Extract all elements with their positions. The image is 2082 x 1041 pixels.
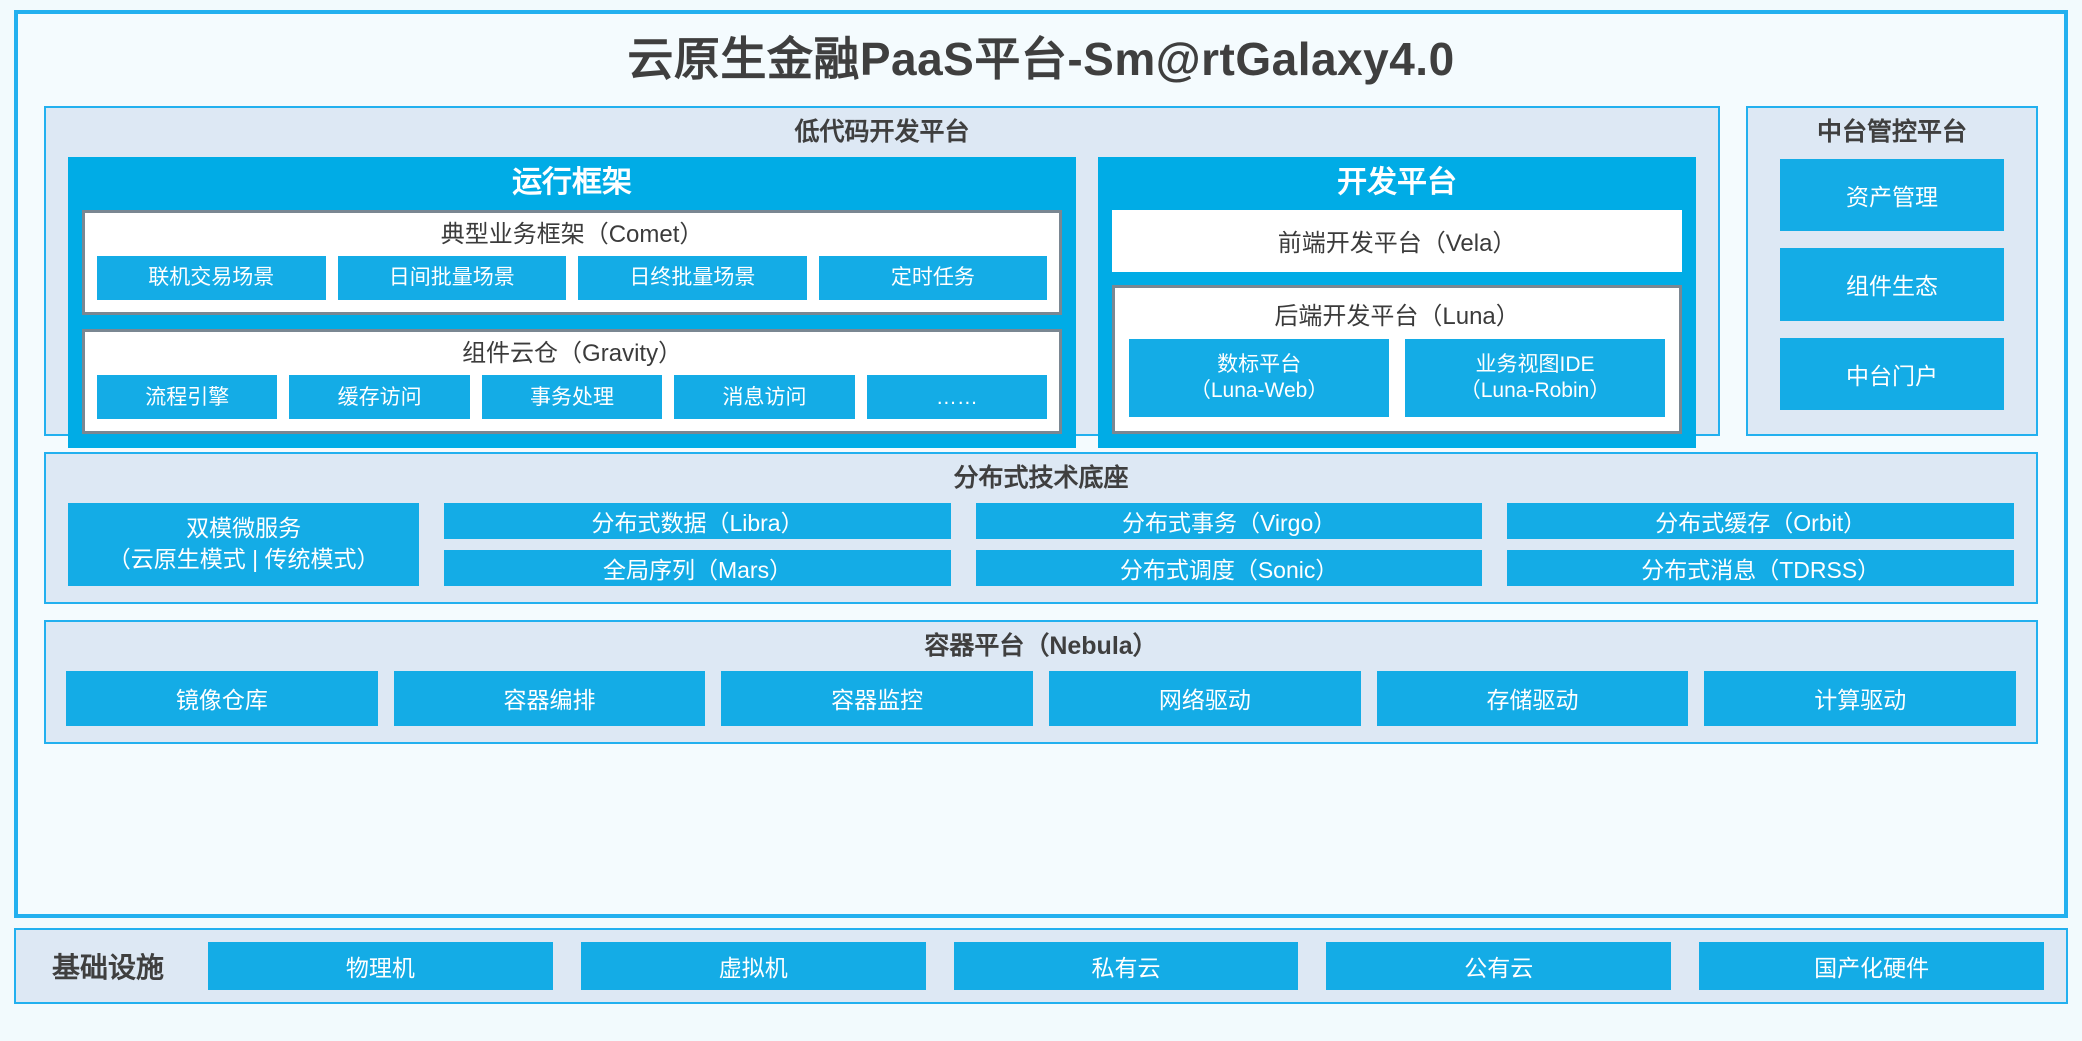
container-cell-monitoring[interactable]: 容器监控 [721,670,1034,726]
distributed-foundation-panel: 分布式技术底座 双模微服务 （云原生模式 | 传统模式） 分布式数据（Libra… [44,452,2038,604]
comet-group-title: 典型业务框架（Comet） [440,220,704,248]
foundation-column-3: 分布式缓存（Orbit） 分布式消息（TDRSS） [1507,502,2015,586]
top-region: 低代码开发平台 运行框架 典型业务框架（Comet） 联机交易场景 日间批量场景 [44,106,2038,449]
gravity-group: 组件云仓（Gravity） 流程引擎 缓存访问 事务处理 消息访问 …… [82,328,1063,435]
comet-chip-online-trade[interactable]: 联机交易场景 [97,255,326,300]
luna-web-code: （Luna-Web） [1189,378,1329,402]
infrastructure-cell-domestic-hardware[interactable]: 国产化硬件 [1699,942,2044,990]
infrastructure-label: 基础设施 [52,952,165,983]
distributed-foundation-title: 分布式技术底座 [953,464,1129,492]
dual-mode-line2: （云原生模式 | 传统模式） [107,546,380,573]
container-platform-body: 镜像仓库 容器编排 容器监控 网络驱动 存储驱动 计算驱动 [46,670,2036,743]
gravity-chip-message-access[interactable]: 消息访问 [674,375,855,420]
comet-chip-eod-batch[interactable]: 日终批量场景 [578,255,807,300]
lowcode-platform-panel: 低代码开发平台 运行框架 典型业务框架（Comet） 联机交易场景 日间批量场景 [44,106,1720,449]
infrastructure-cell-public-cloud[interactable]: 公有云 [1326,942,1672,990]
distributed-foundation-body: 双模微服务 （云原生模式 | 传统模式） 分布式数据（Libra） 全局序列（M… [46,502,2036,603]
container-cell-orchestration[interactable]: 容器编排 [393,670,706,726]
runtime-framework-groups: 典型业务框架（Comet） 联机交易场景 日间批量场景 日终批量场景 定时任务 … [82,209,1063,435]
gravity-chip-cache-access[interactable]: 缓存访问 [289,375,470,420]
backend-platform-luna: 后端开发平台（Luna） 数标平台 （Luna-Web） 业务视图IDE （Lu… [1112,284,1682,435]
midcontrol-item-asset-management[interactable]: 资产管理 [1780,158,2004,231]
container-platform-title: 容器平台（Nebula） [924,632,1158,660]
development-platform-card: 开发平台 前端开发平台（Vela） 后端开发平台（Luna） 数标平台 （Lun… [1098,156,1696,449]
midcontrol-item-portal[interactable]: 中台门户 [1780,337,2004,410]
container-cell-storage-driver[interactable]: 存储驱动 [1376,670,1689,726]
foundation-column-2: 分布式事务（Virgo） 分布式调度（Sonic） [975,502,1483,586]
infrastructure-item-list: 物理机 虚拟机 私有云 公有云 国产化硬件 [208,942,2044,990]
frontend-platform-vela[interactable]: 前端开发平台（Vela） [1112,209,1682,272]
runtime-framework-card: 运行框架 典型业务框架（Comet） 联机交易场景 日间批量场景 日终批量场景 … [68,156,1077,449]
container-cell-compute-driver[interactable]: 计算驱动 [1704,670,2017,726]
infrastructure-panel: 基础设施 物理机 虚拟机 私有云 公有云 国产化硬件 [14,928,2068,1004]
dual-mode-line1: 双模微服务 [186,515,302,542]
luna-robin-code: （Luna-Robin） [1459,378,1611,402]
foundation-dual-mode-microservice[interactable]: 双模微服务 （云原生模式 | 传统模式） [68,502,420,586]
lowcode-platform-title: 低代码开发平台 [794,118,970,146]
luna-chip-row: 数标平台 （Luna-Web） 业务视图IDE （Luna-Robin） [1129,338,1666,418]
luna-web-name: 数标平台 [1217,353,1302,377]
development-platform-body: 前端开发平台（Vela） 后端开发平台（Luna） 数标平台 （Luna-Web… [1112,209,1682,435]
foundation-cell-libra[interactable]: 分布式数据（Libra） [444,502,951,539]
gravity-group-title: 组件云仓（Gravity） [462,339,683,367]
comet-group: 典型业务框架（Comet） 联机交易场景 日间批量场景 日终批量场景 定时任务 [82,209,1063,315]
comet-chip-intraday-batch[interactable]: 日间批量场景 [337,255,567,300]
luna-chip-luna-web[interactable]: 数标平台 （Luna-Web） [1129,338,1390,418]
midcontrol-item-list: 资产管理 组件生态 中台门户 [1748,157,2036,435]
infrastructure-cell-physical-machine[interactable]: 物理机 [208,942,553,990]
foundation-cell-orbit[interactable]: 分布式缓存（Orbit） [1507,502,2015,539]
gravity-chip-transaction[interactable]: 事务处理 [481,375,663,420]
comet-chip-row: 联机交易场景 日间批量场景 日终批量场景 定时任务 [97,255,1048,300]
container-cell-network-driver[interactable]: 网络驱动 [1049,670,1361,726]
page-title: 云原生金融PaaS平台-Sm@rtGalaxy4.0 [627,33,1455,85]
backend-platform-luna-title: 后端开发平台（Luna） [1274,302,1520,330]
foundation-cell-virgo[interactable]: 分布式事务（Virgo） [975,502,1483,539]
container-platform-panel: 容器平台（Nebula） 镜像仓库 容器编排 容器监控 网络驱动 存储驱动 计算… [44,620,2038,744]
luna-chip-luna-robin[interactable]: 业务视图IDE （Luna-Robin） [1405,338,1666,418]
foundation-cell-sonic[interactable]: 分布式调度（Sonic） [975,549,1483,586]
gravity-chip-process-engine[interactable]: 流程引擎 [97,375,278,420]
development-platform-title: 开发平台 [1337,165,1458,199]
infrastructure-cell-private-cloud[interactable]: 私有云 [953,942,1299,990]
gravity-chip-row: 流程引擎 缓存访问 事务处理 消息访问 …… [97,375,1048,420]
foundation-cell-tdrss[interactable]: 分布式消息（TDRSS） [1507,549,2015,586]
lowcode-platform-body: 运行框架 典型业务框架（Comet） 联机交易场景 日间批量场景 日终批量场景 … [46,156,1718,465]
gravity-chip-more[interactable]: …… [866,375,1048,420]
infrastructure-cell-virtual-machine[interactable]: 虚拟机 [580,942,926,990]
comet-chip-scheduled-task[interactable]: 定时任务 [818,255,1048,300]
midcontrol-platform-panel: 中台管控平台 资产管理 组件生态 中台门户 [1746,106,2038,436]
container-cell-image-registry[interactable]: 镜像仓库 [66,670,378,726]
runtime-framework-title: 运行框架 [512,165,633,199]
midcontrol-platform-title: 中台管控平台 [1816,118,1967,146]
midcontrol-item-component-ecosystem[interactable]: 组件生态 [1780,248,2004,321]
foundation-cell-mars[interactable]: 全局序列（Mars） [444,549,951,586]
platform-main-frame: 云原生金融PaaS平台-Sm@rtGalaxy4.0 低代码开发平台 运行框架 … [14,10,2068,918]
luna-robin-name: 业务视图IDE [1475,353,1595,377]
foundation-column-1: 分布式数据（Libra） 全局序列（Mars） [444,502,951,586]
